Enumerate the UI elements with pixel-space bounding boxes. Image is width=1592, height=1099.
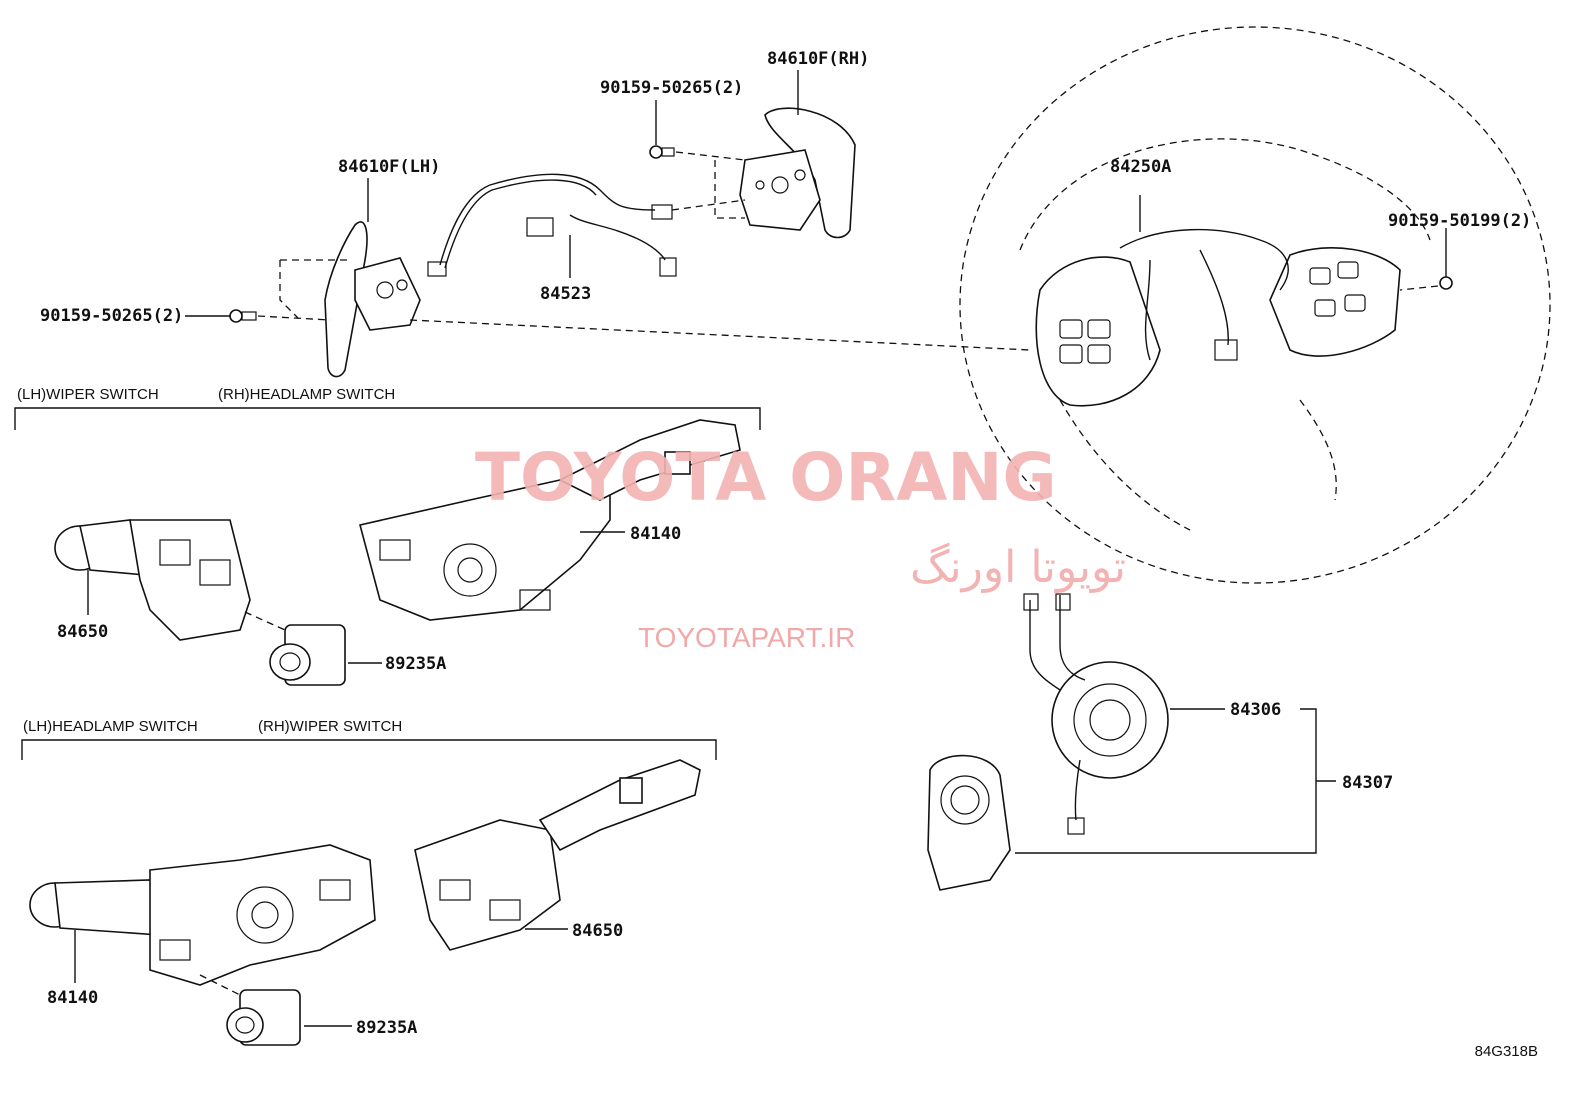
- steering-sensor: [927, 708, 1336, 891]
- label-84650-bottom: 84650: [572, 921, 623, 941]
- steering-wheel-outline: [959, 26, 1551, 584]
- wire-harness-84523: [427, 173, 677, 278]
- section-top-bracket: [14, 407, 761, 430]
- switch-89235a-bottom: [199, 974, 352, 1046]
- watermark: TOYOTA ORANG تویوتا اورنگ TOYOTAPART.IR: [475, 439, 1126, 653]
- watermark-url: TOYOTAPART.IR: [638, 622, 855, 653]
- section-label-bottom-lh: (LH)HEADLAMP SWITCH: [23, 718, 198, 735]
- label-84140-bottom: 84140: [47, 988, 98, 1008]
- section-label-top-rh: (RH)HEADLAMP SWITCH: [218, 386, 395, 403]
- leader-paddle-to-wheel: [409, 319, 1031, 351]
- headlamp-switch-84140-top: [359, 419, 741, 621]
- headlamp-switch-84140-bottom: [29, 844, 376, 986]
- label-90159-50265-left: 90159-50265(2): [40, 306, 183, 326]
- paddle-shifter-rh: [739, 70, 856, 239]
- label-84250a: 84250A: [1110, 157, 1171, 177]
- watermark-brand: TOYOTA ORANG: [475, 439, 1057, 516]
- label-84610f-lh: 84610F(LH): [338, 157, 440, 177]
- bolt-90159-50265-left: [185, 259, 350, 323]
- section-bottom-bracket: [21, 739, 717, 760]
- label-84140-top: 84140: [630, 524, 681, 544]
- label-89235a-top: 89235A: [385, 654, 446, 674]
- label-84307: 84307: [1342, 773, 1393, 793]
- spiral-cable-84306: [1023, 593, 1225, 835]
- bolt-90159-50199: [1399, 228, 1453, 291]
- label-84650-top: 84650: [57, 622, 108, 642]
- section-label-top-lh: (LH)WIPER SWITCH: [17, 386, 159, 403]
- wiper-switch-84650-bottom: [414, 759, 701, 951]
- watermark-persian: تویوتا اورنگ: [910, 542, 1126, 593]
- label-90159-50199: 90159-50199(2): [1388, 211, 1531, 231]
- label-89235a-bottom: 89235A: [356, 1018, 417, 1038]
- diagram-code: 84G318B: [1475, 1043, 1538, 1060]
- section-label-bottom-rh: (RH)WIPER SWITCH: [258, 718, 402, 735]
- paddle-shifter-lh: [324, 178, 421, 378]
- label-84610f-rh: 84610F(RH): [767, 49, 869, 69]
- label-90159-50265-top: 90159-50265(2): [600, 78, 743, 98]
- label-84306: 84306: [1230, 700, 1281, 720]
- bolt-90159-50265-top: [649, 100, 746, 219]
- label-84523: 84523: [540, 284, 591, 304]
- steering-switch-assembly-84250a: [1035, 195, 1401, 407]
- wiper-switch-84650-top: [54, 519, 251, 641]
- switch-89235a-top: [244, 611, 382, 686]
